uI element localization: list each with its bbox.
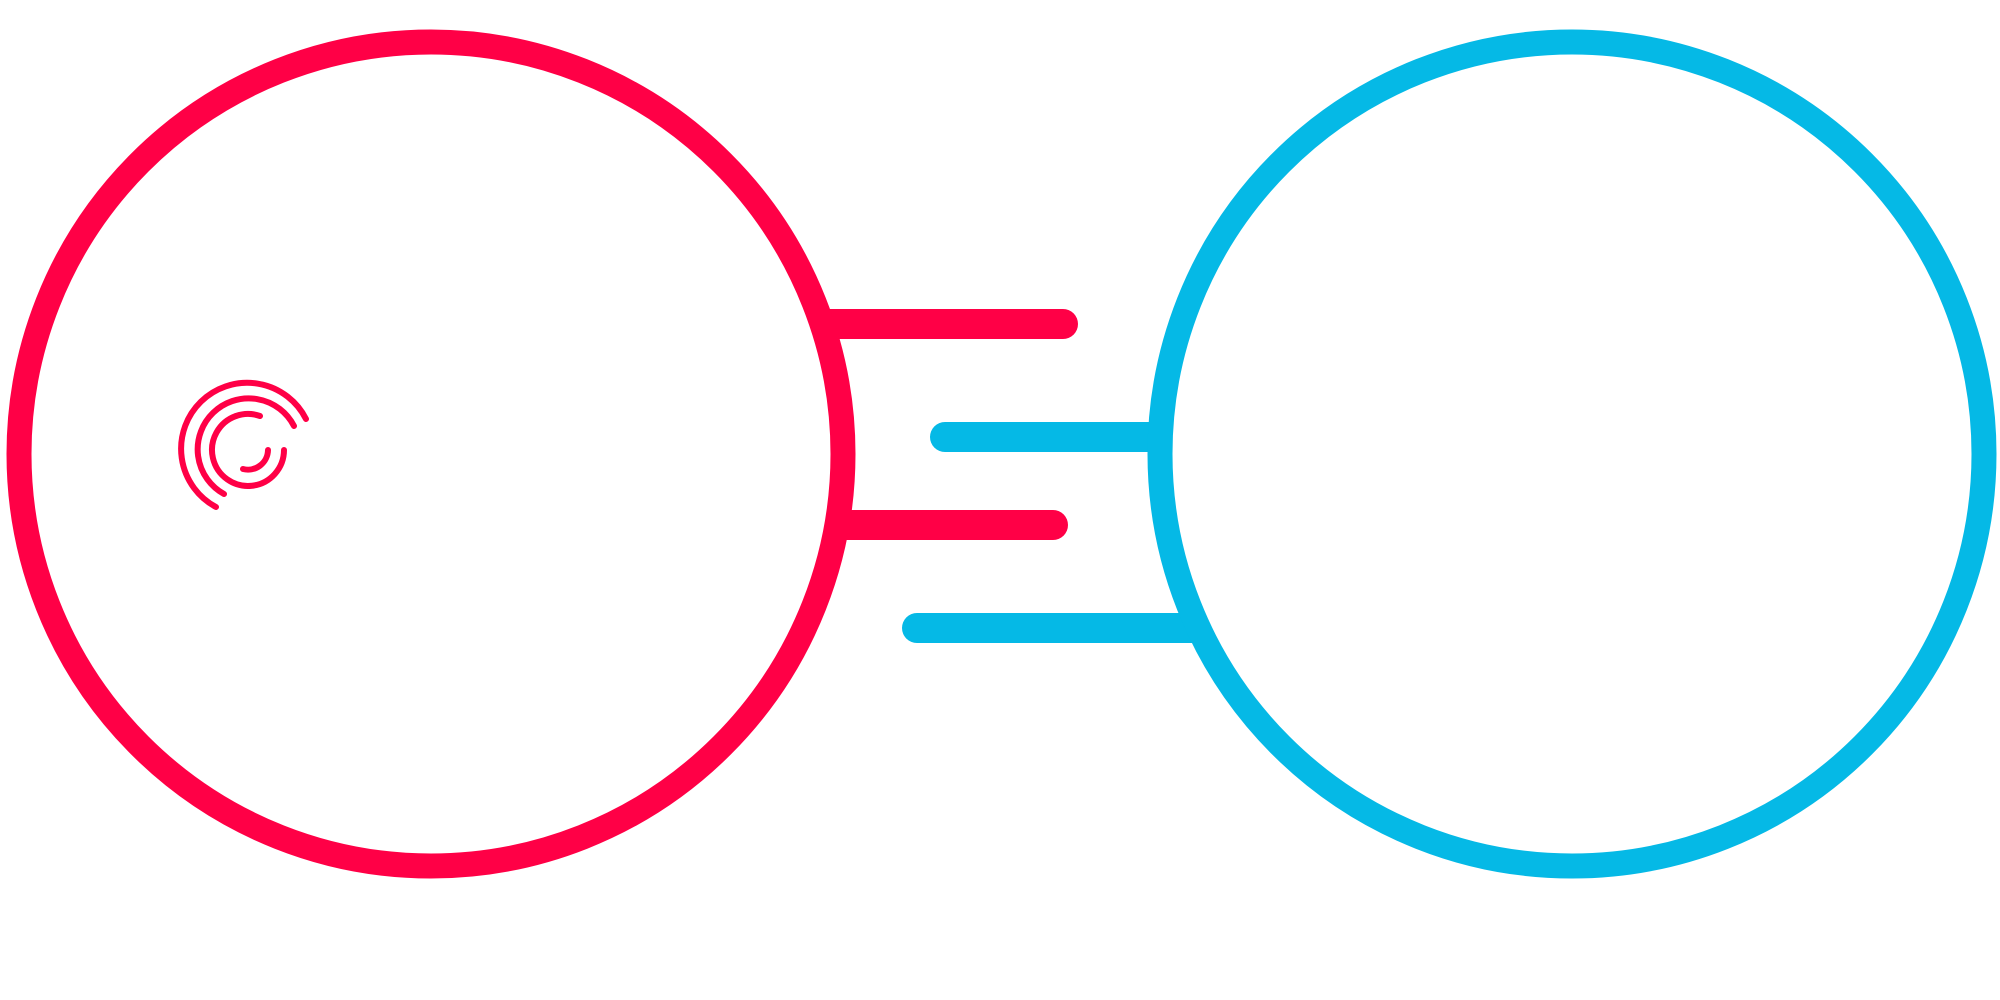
zellis-logo-text: zellis: [1442, 395, 1687, 518]
connector-bar-blue-bottom: [902, 613, 1232, 643]
connector-bar-red-top: [760, 309, 1078, 339]
zellis-logo-icon: zellis: [1442, 372, 1687, 518]
left-app-circle: [6, 29, 856, 879]
concentric-arcs-logo-icon: [178, 379, 309, 510]
right-app-circle: [1147, 29, 1997, 879]
